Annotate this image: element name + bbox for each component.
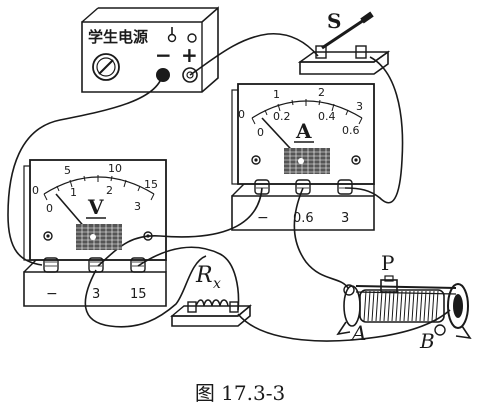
figure-caption: 图 17.3-3	[195, 381, 285, 405]
wire-power-plus	[189, 32, 319, 76]
power-plus-terminal[interactable]	[182, 67, 198, 83]
ammeter-screw-icon	[251, 155, 261, 165]
voltmeter-scale-top-2: 10	[108, 162, 122, 175]
rheostat-windings	[363, 290, 439, 322]
resistor-rx: R x	[170, 263, 252, 327]
ammeter-scale-top-0: 0	[238, 108, 245, 121]
voltmeter-terminal-minus[interactable]	[43, 257, 59, 273]
rheostat-terminal-a[interactable]	[343, 284, 355, 296]
resistor-label: R	[195, 263, 213, 288]
switch-blade[interactable]	[321, 18, 365, 50]
power-knob-icon[interactable]	[92, 53, 120, 81]
voltmeter-terminal-label-15: 15	[130, 287, 147, 302]
ammeter-terminals[interactable]	[254, 179, 353, 195]
voltmeter: 0 5 10 15 0 1 2 3 V	[23, 159, 167, 307]
switch-base	[299, 50, 389, 75]
rheostat-end-label-b: B	[419, 329, 435, 353]
power-minus-label: −	[155, 43, 172, 67]
power-supply: 学生电源 − +	[81, 6, 219, 93]
voltmeter-ticks	[43, 175, 155, 201]
rheostat-slider[interactable]	[380, 279, 398, 293]
ammeter-terminal-3[interactable]	[337, 179, 353, 195]
resistor-coil	[195, 299, 229, 307]
ammeter-scale-bottom-2: 0.4	[318, 110, 336, 123]
voltmeter-terminal-15[interactable]	[130, 257, 146, 273]
ammeter-symbol: A	[295, 119, 312, 143]
wire-power-minus	[7, 71, 164, 266]
wire-switch-ammeter	[344, 56, 404, 204]
power-plus-label: +	[181, 43, 198, 67]
ammeter-terminal-label-3: 3	[341, 211, 349, 226]
resistor-label-subscript: x	[213, 276, 221, 292]
wires	[7, 32, 451, 342]
wire-resistor-rheostat	[237, 309, 451, 342]
rheostat: P A B	[336, 251, 472, 353]
ammeter-scale-top-2: 2	[318, 86, 325, 99]
rheostat-terminal-b[interactable]	[434, 324, 446, 336]
ammeter-terminal-label-0-6: 0.6	[293, 211, 314, 226]
switch[interactable]: S	[297, 9, 391, 75]
ammeter-scale-bottom-3: 0.6	[342, 124, 360, 137]
ammeter-base	[231, 195, 375, 231]
voltmeter-symbol: V	[87, 195, 104, 219]
power-minus-terminal[interactable]	[156, 68, 170, 82]
voltmeter-scale-bottom-0: 0	[46, 202, 53, 215]
power-supply-label: 学生电源	[88, 28, 148, 46]
wire-voltmeter15-resistor	[137, 246, 240, 311]
ammeter-scale-bottom-0: 0	[257, 126, 264, 139]
ammeter: 0 1 2 3 0 0.2 0.4 0.6 A	[231, 83, 375, 231]
voltmeter-scale-top-1: 5	[64, 164, 71, 177]
voltmeter-mirror	[76, 224, 122, 250]
ammeter-scale-top-3: 3	[356, 100, 363, 113]
ammeter-mirror	[284, 148, 330, 174]
ammeter-ticks	[251, 99, 363, 125]
switch-label: S	[327, 9, 341, 33]
voltmeter-scale-top-3: 15	[144, 178, 158, 191]
ammeter-screw-icon	[351, 155, 361, 165]
voltmeter-terminal-label-3: 3	[92, 287, 100, 302]
voltmeter-scale-top-0: 0	[32, 184, 39, 197]
rheostat-slider-label: P	[381, 251, 394, 275]
rheostat-end-label-a: A	[350, 321, 366, 345]
rheostat-rail	[355, 285, 457, 289]
rheostat-end-cap-b	[447, 283, 469, 329]
ammeter-scale-top-1: 1	[273, 88, 280, 101]
power-toggle-icon[interactable]	[167, 33, 177, 43]
wire-voltmeter-resistor	[84, 255, 207, 328]
voltmeter-scale-bottom-2: 2	[106, 184, 113, 197]
voltmeter-scale-bottom-3: 3	[134, 200, 141, 213]
ammeter-scale-bottom-1: 0.2	[273, 110, 291, 123]
rheostat-end-cap-a	[343, 285, 361, 327]
ammeter-terminal-label-minus: −	[257, 210, 269, 226]
voltmeter-terminal-3[interactable]	[88, 257, 104, 273]
voltmeter-screw-icon	[143, 231, 153, 241]
voltmeter-scale-bottom-1: 1	[70, 186, 77, 199]
voltmeter-screw-icon	[43, 231, 53, 241]
power-indicator-icon	[187, 33, 197, 43]
voltmeter-terminals[interactable]	[43, 257, 146, 273]
voltmeter-terminal-label-minus: −	[46, 286, 58, 302]
ammeter-terminal-minus[interactable]	[254, 179, 270, 195]
ammeter-terminal-0-6[interactable]	[295, 179, 311, 195]
wire-ammeter-rheostat	[293, 187, 349, 289]
voltmeter-base	[23, 271, 167, 307]
wire-ammeter-voltmeter	[97, 187, 263, 267]
